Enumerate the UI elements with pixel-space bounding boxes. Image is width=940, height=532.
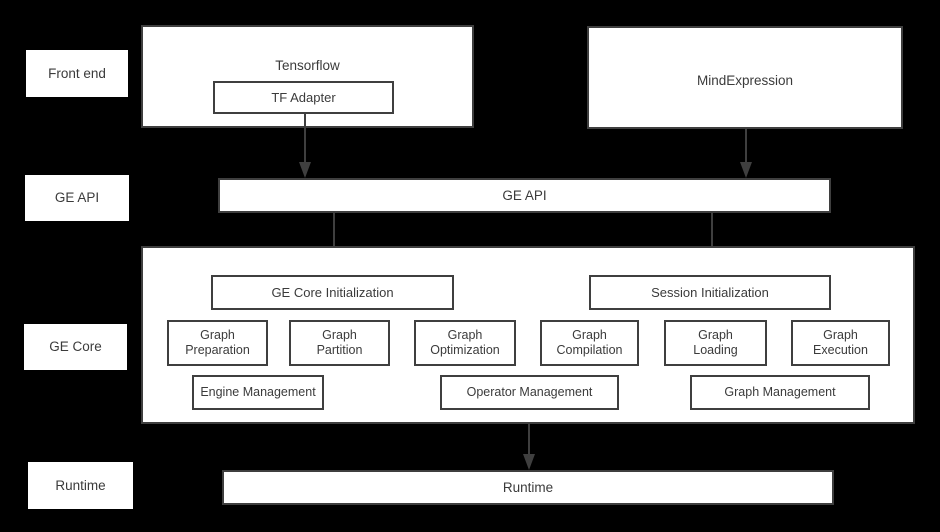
- manager-graph-management-label: Graph Management: [724, 385, 836, 400]
- stage-label-ge-core: GE Core: [24, 324, 127, 370]
- module-graph-compilation-line1: Graph: [572, 328, 607, 343]
- runtime-bar[interactable]: Runtime: [222, 470, 834, 505]
- module-graph-execution-line2: Execution: [813, 343, 868, 357]
- tensorflow-title: Tensorflow: [275, 58, 340, 73]
- arrow-tf-adapter-to-ge-api: [299, 112, 311, 178]
- ge-core-initialization-box[interactable]: GE Core Initialization: [211, 275, 454, 310]
- module-graph-partition-line1: Graph: [322, 328, 357, 343]
- session-initialization-label: Session Initialization: [651, 284, 769, 300]
- arrow-mindexpression-to-ge-api: [740, 128, 752, 178]
- stage-label-ge-api: GE API: [25, 175, 129, 221]
- module-graph-optimization-line1: Graph: [447, 328, 483, 343]
- module-graph-optimization-line2: Optimization: [430, 343, 500, 357]
- manager-operator-management[interactable]: Operator Management: [440, 375, 619, 410]
- stage-label-ge-core-text: GE Core: [49, 339, 102, 355]
- stage-label-runtime: Runtime: [28, 462, 133, 509]
- module-graph-preparation-line1: Graph: [200, 328, 235, 343]
- stage-label-front-end: Front end: [26, 50, 128, 97]
- module-graph-preparation-line2: Preparation: [185, 343, 250, 357]
- module-graph-loading-line2: Loading: [693, 343, 738, 357]
- module-graph-loading-line1: Graph: [698, 328, 733, 343]
- manager-engine-management[interactable]: Engine Management: [192, 375, 324, 410]
- ge-core-initialization-label: GE Core Initialization: [271, 284, 394, 300]
- manager-graph-management[interactable]: Graph Management: [690, 375, 870, 410]
- manager-engine-management-label: Engine Management: [200, 385, 316, 400]
- module-graph-execution-line1: Graph: [823, 328, 858, 343]
- ge-api-bar[interactable]: GE API: [218, 178, 831, 213]
- manager-operator-management-label: Operator Management: [466, 385, 593, 400]
- stage-label-ge-api-text: GE API: [54, 190, 100, 206]
- session-initialization-box[interactable]: Session Initialization: [589, 275, 831, 310]
- mindexpression-title: MindExpression: [696, 73, 794, 88]
- runtime-bar-label: Runtime: [502, 479, 554, 495]
- stage-label-front-end-text: Front end: [48, 65, 106, 81]
- tf-adapter-label: TF Adapter: [271, 89, 336, 105]
- tf-adapter-box[interactable]: TF Adapter: [213, 81, 394, 114]
- module-graph-partition-line2: Partition: [316, 343, 363, 357]
- mindexpression-container[interactable]: MindExpression: [587, 26, 903, 129]
- arrow-ge-core-to-runtime: [523, 424, 535, 470]
- module-graph-compilation-line2: Compilation: [556, 343, 623, 357]
- ge-api-bar-label: GE API: [502, 187, 547, 203]
- stage-label-runtime-text: Runtime: [55, 477, 106, 493]
